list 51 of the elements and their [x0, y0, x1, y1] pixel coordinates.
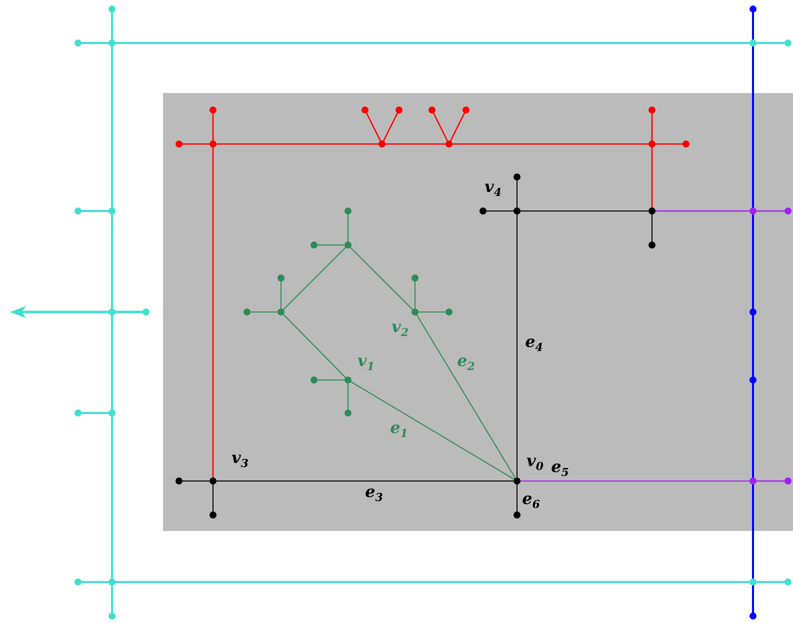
vertex-label: v$_{1}$ [358, 352, 374, 376]
graph-edge [486, 210, 514, 212]
vertex-dot [278, 274, 284, 282]
vertex-dot [514, 478, 520, 484]
graph-edge [317, 244, 345, 246]
graph-edge [216, 480, 514, 482]
vertex-dot [514, 208, 520, 214]
graph-edge [282, 314, 346, 378]
graph-edge [212, 484, 214, 512]
graph-edge [516, 484, 518, 512]
graph-edge [350, 381, 514, 480]
graph-edge [350, 246, 414, 310]
vertex-dot [210, 512, 216, 518]
edge-label: e$_{1}$ [390, 420, 408, 442]
edge-label: e$_{2}$ [457, 352, 475, 376]
graph-edge [520, 480, 750, 482]
vertex-dot [446, 308, 452, 316]
vertex-dot [480, 208, 486, 214]
graph-edge [516, 214, 518, 478]
graph-edge [516, 180, 518, 208]
vertex-dot [344, 208, 352, 214]
vertex-label: v$_{2}$ [392, 318, 408, 342]
vertex-dot [310, 376, 318, 384]
vertex-dot [648, 208, 656, 214]
vertex-label: v$_{3}$ [232, 450, 248, 472]
vertex-dot [648, 242, 656, 248]
vertex-dot [310, 242, 318, 248]
vertex-dot [412, 274, 418, 282]
vertex-label: v$_{0}$ [526, 452, 544, 476]
graph-edge [182, 480, 210, 482]
vertex-dot [244, 308, 250, 316]
edge-label: e$_{6}$ [522, 490, 540, 514]
graph-edge [520, 210, 649, 212]
edge-label: e$_{4}$ [525, 334, 543, 356]
vertex-dot [210, 478, 216, 484]
edge-label: e$_{3}$ [365, 484, 383, 506]
vertex-dot [514, 174, 520, 180]
vertex-dot [344, 376, 352, 384]
vertex-label: v$_{4}$ [484, 178, 502, 202]
graph-edge [282, 246, 346, 310]
vertex-dot [514, 512, 520, 518]
vertex-dot [344, 410, 352, 416]
graph-edge [280, 281, 282, 309]
vertex-dot [278, 308, 284, 316]
vertex-dot [176, 478, 182, 484]
graph-edge [416, 314, 516, 478]
vertex-dot [344, 242, 352, 248]
vertex-dot [412, 308, 418, 316]
vertex-dot [750, 478, 756, 484]
graph-edge [414, 281, 416, 309]
edge-label: e$_{5}$ [551, 458, 569, 482]
